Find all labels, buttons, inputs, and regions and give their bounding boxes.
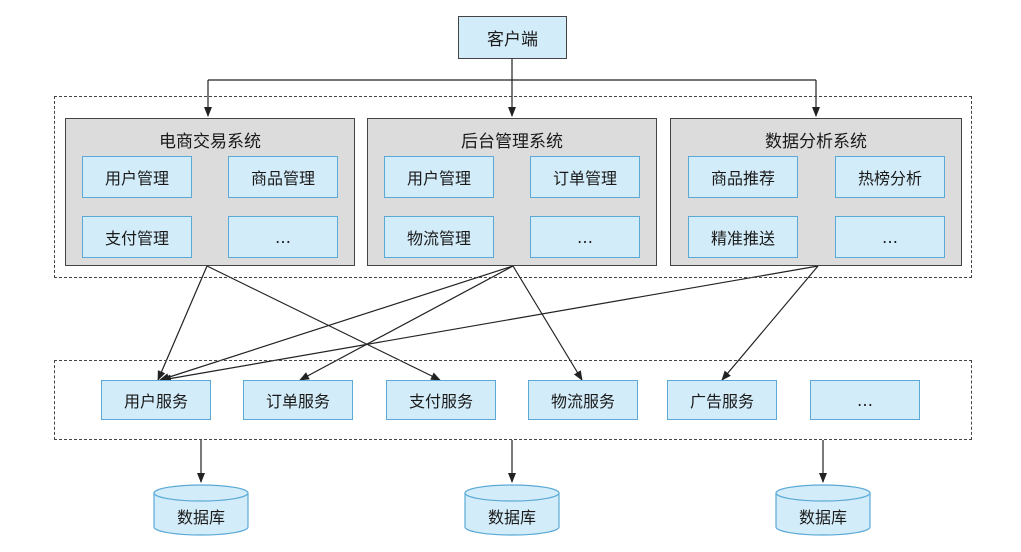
- database-icon: [775, 484, 871, 536]
- arrow-backend-to-logistics-service: [512, 265, 583, 381]
- client-node: 客户端: [458, 16, 567, 59]
- module-node: 物流管理: [384, 216, 494, 258]
- module-node: …: [835, 216, 945, 258]
- module-node: …: [530, 216, 640, 258]
- service-node: 支付服务: [386, 380, 496, 420]
- service-node: 订单服务: [243, 380, 353, 420]
- service-node: 用户服务: [101, 380, 211, 420]
- database-label: 数据库: [487, 508, 536, 527]
- module-node: 用户管理: [82, 156, 192, 198]
- database-label: 数据库: [798, 508, 847, 527]
- database-icon: [464, 484, 560, 536]
- database-label: 数据库: [176, 508, 225, 527]
- arrow-ecommerce-to-payment-service: [206, 265, 441, 381]
- arrow-ecommerce-to-user-service: [157, 265, 208, 381]
- module-node: 支付管理: [82, 216, 192, 258]
- module-node: 精准推送: [688, 216, 798, 258]
- systems-layer: [54, 96, 972, 278]
- system-backend: 后台管理系统 用户管理 订单管理 物流管理 …: [367, 118, 657, 266]
- system-ecommerce: 电商交易系统 用户管理 商品管理 支付管理 …: [65, 118, 355, 266]
- module-node: 订单管理: [530, 156, 640, 198]
- service-node: …: [810, 380, 920, 420]
- system-analytics: 数据分析系统 商品推荐 热榜分析 精准推送 …: [670, 118, 962, 266]
- module-node: 商品管理: [228, 156, 338, 198]
- services-layer: [54, 360, 972, 440]
- module-node: 用户管理: [384, 156, 494, 198]
- module-node: …: [228, 216, 338, 258]
- system-title: 后台管理系统: [461, 132, 563, 152]
- system-title: 电商交易系统: [159, 132, 261, 152]
- database-icon: [153, 484, 249, 536]
- service-node: 广告服务: [667, 380, 777, 420]
- arrow-analytics-to-user-service: [161, 265, 819, 383]
- arrow-backend-to-order-service: [299, 265, 514, 381]
- service-node: 物流服务: [528, 380, 638, 420]
- arrow-analytics-to-ad-service: [721, 265, 819, 381]
- module-node: 热榜分析: [835, 156, 945, 198]
- system-title: 数据分析系统: [765, 132, 867, 152]
- module-node: 商品推荐: [688, 156, 798, 198]
- arrow-backend-to-user-service: [159, 265, 514, 382]
